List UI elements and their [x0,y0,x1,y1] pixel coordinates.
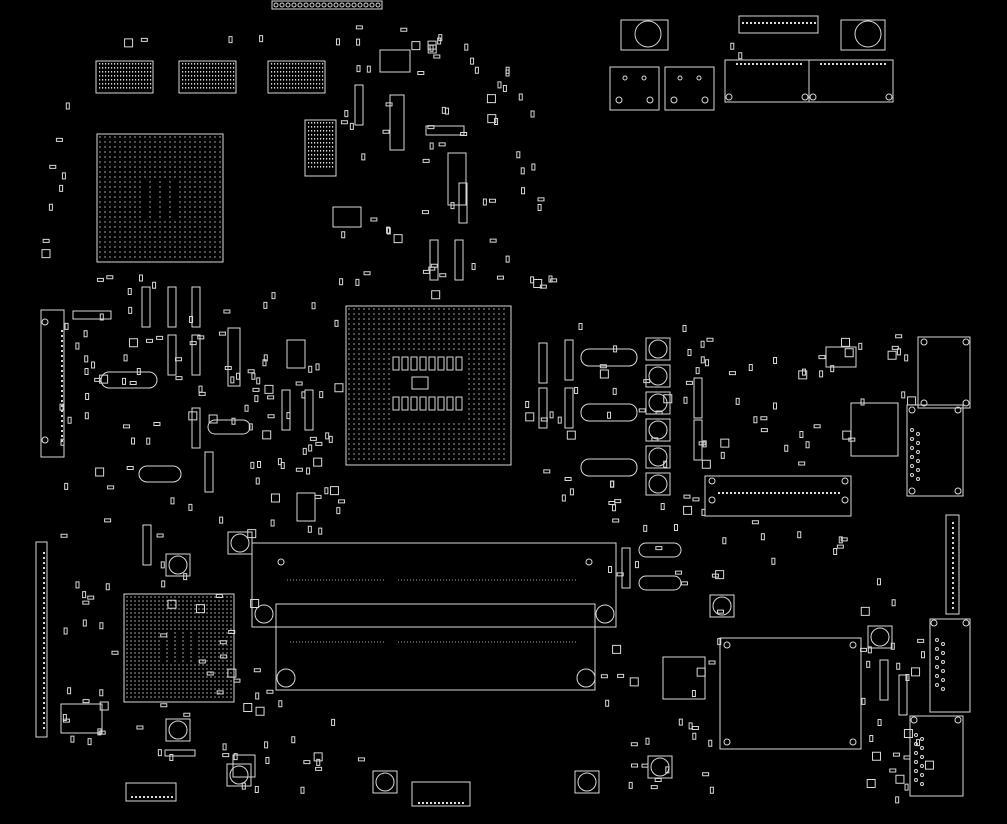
ram-slot-upper[interactable] [252,543,616,627]
side-header[interactable] [946,515,959,614]
top-pin-header[interactable] [739,16,818,33]
cpu-center-mark [412,377,428,389]
ram-slot-lower[interactable] [276,604,595,690]
usb-port-1[interactable] [610,67,659,110]
memory-chip-2[interactable] [179,61,236,93]
test-pad-column [166,338,892,793]
left-connector-1[interactable] [41,310,64,457]
memory-chip-1[interactable] [96,61,153,93]
vga-port-lower[interactable] [930,619,970,712]
audio-jack-2[interactable] [841,20,885,50]
small-qfp-chip[interactable] [663,347,856,699]
top-header-connector[interactable] [272,1,382,9]
memory-chip-4[interactable] [305,120,336,176]
ec-chip[interactable] [720,638,861,749]
io-controller-chip[interactable] [851,403,898,456]
left-connector-2[interactable] [36,542,47,737]
bottom-connector-center[interactable] [412,782,470,806]
lan-port[interactable] [918,337,970,408]
northbridge-gpu-bga[interactable] [97,134,223,262]
cpu-socket[interactable] [346,306,511,465]
usb-port-2[interactable] [665,67,714,110]
southbridge-bga[interactable] [124,594,234,702]
dual-usb-port[interactable] [725,60,893,102]
memory-chip-3[interactable] [268,61,325,93]
vga-port-upper[interactable] [907,405,963,496]
bottom-connector-left[interactable] [126,783,176,801]
passive-components [42,26,933,803]
ribbon-connector[interactable] [705,476,851,516]
audio-jack-1[interactable] [621,20,668,50]
battery-holder[interactable] [61,704,102,733]
